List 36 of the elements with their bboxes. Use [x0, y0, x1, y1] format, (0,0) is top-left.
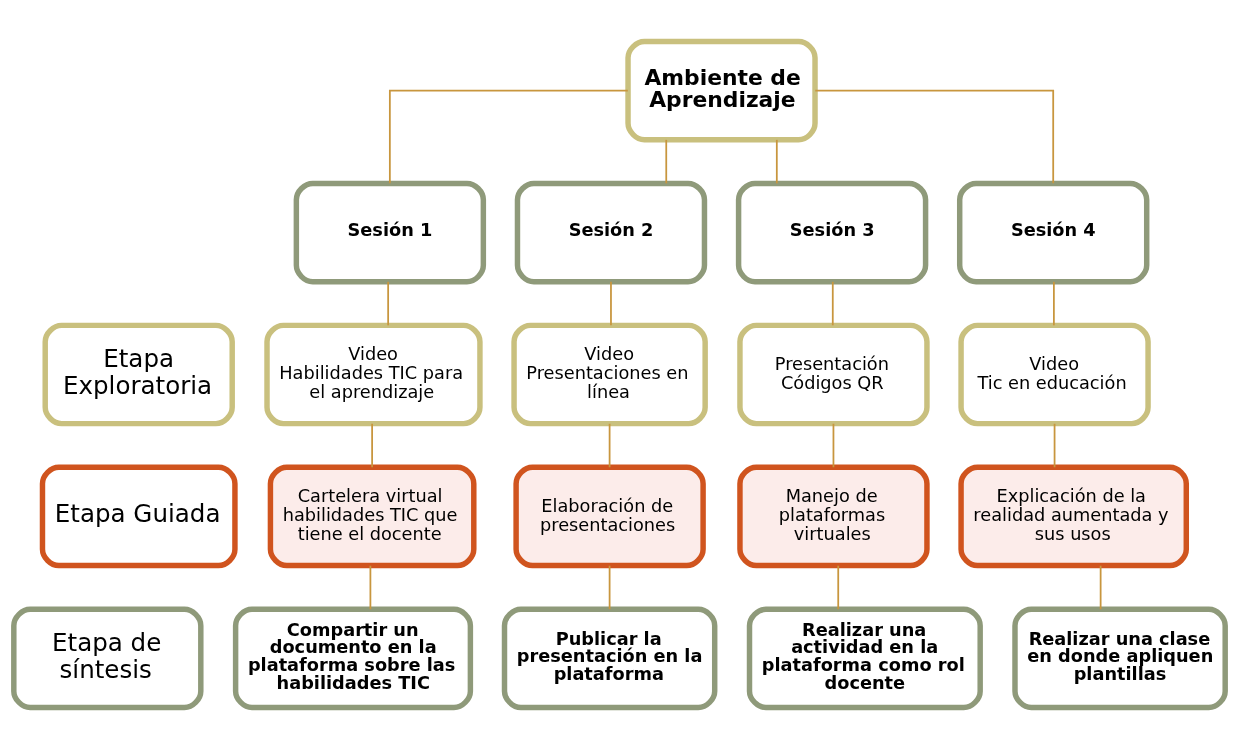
node-box: Realizar una actividad en la plataforma como rol docente [746, 606, 983, 710]
connector [814, 89, 1055, 184]
connector [1053, 280, 1055, 326]
connector [608, 422, 611, 468]
connector [388, 89, 629, 184]
node-box: Etapa Guiada [39, 464, 238, 568]
node-box: Cartelera virtual habilidades TIC que tiene el docente [267, 464, 477, 568]
connector [837, 564, 840, 610]
node-box: Sesión 4 [957, 180, 1150, 284]
node-box: Realizar una clase en donde apliquen plantillas [1012, 606, 1228, 710]
connector [371, 422, 373, 468]
node-box: Sesión 1 [293, 180, 487, 284]
connector [665, 138, 668, 184]
node-box: Publicar la presentación en la plataforma [501, 606, 718, 710]
connector [608, 564, 611, 610]
node-box: Manejo de plataformas virtuales [737, 464, 930, 568]
connector [387, 280, 390, 326]
node-box: Etapa Exploratoria [42, 322, 235, 426]
node-box: Elaboración de presentaciones [513, 464, 706, 568]
connector [1099, 564, 1102, 610]
node-box: Ambiente de Aprendizaje [625, 38, 818, 142]
node-box: Compartir un documento en la plataforma sobre las habilidades TIC [232, 606, 474, 710]
node-box: Etapa de síntesis [11, 606, 204, 710]
connector [1053, 422, 1056, 468]
connector [610, 280, 612, 326]
node-box: Video Presentaciones en línea [511, 322, 708, 426]
connector [775, 138, 778, 184]
connector [832, 422, 835, 468]
node-box: Presentación Códigos QR [737, 322, 930, 426]
node-box: Sesión 3 [735, 180, 929, 284]
connector [369, 564, 372, 610]
node-box: Sesión 2 [514, 180, 708, 284]
node-box: Video Habilidades TIC para el aprendizaje [264, 322, 483, 426]
node-box: Explicación de la realidad aumentada y sus usos [958, 464, 1189, 568]
node-box: Video Tic en educación [958, 322, 1151, 426]
connector [831, 280, 834, 326]
